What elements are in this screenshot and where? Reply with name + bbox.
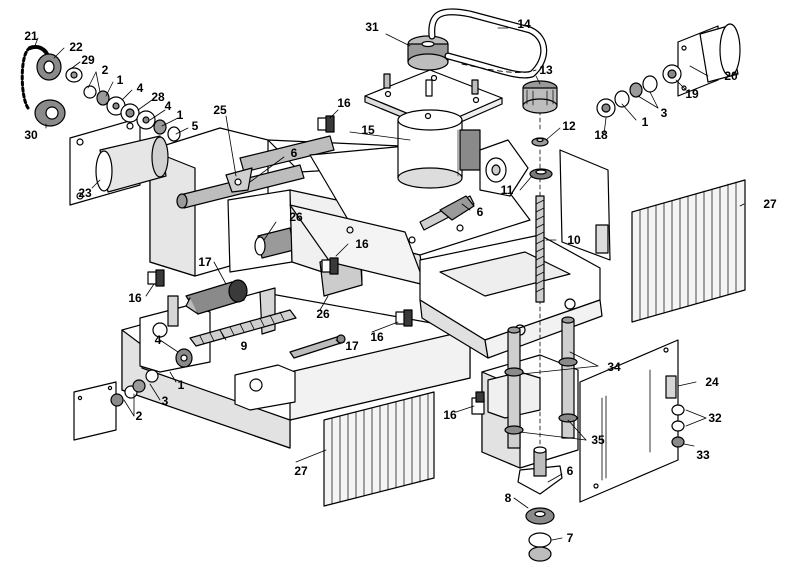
left-coupling-stack xyxy=(65,67,181,142)
label-13: 13 xyxy=(539,63,553,77)
bottom-nut-stack xyxy=(517,446,563,562)
lower-motor xyxy=(185,279,248,315)
bellows-left xyxy=(323,391,435,507)
label-22: 22 xyxy=(69,40,83,54)
control-panel xyxy=(579,339,685,503)
z-leadscrew xyxy=(535,89,545,303)
label-2-lower: 2 xyxy=(135,409,143,423)
label-35: 35 xyxy=(591,433,605,447)
label-23: 23 xyxy=(78,186,92,200)
label-16-left: 16 xyxy=(128,291,142,305)
label-8: 8 xyxy=(504,491,512,505)
label-10: 10 xyxy=(567,233,581,247)
label-15: 15 xyxy=(361,123,375,137)
label-1-mid: 1 xyxy=(176,108,184,122)
bellows-right xyxy=(631,179,746,323)
label-25: 25 xyxy=(213,103,227,117)
lower-rail xyxy=(289,334,346,359)
label-17-left: 17 xyxy=(198,255,212,269)
label-9: 9 xyxy=(240,339,248,353)
label-34: 34 xyxy=(607,360,621,374)
label-2-top: 2 xyxy=(101,63,109,77)
label-19: 19 xyxy=(685,87,699,101)
right-coupling-stack xyxy=(596,64,682,118)
lower-ballscrew xyxy=(189,309,297,347)
label-31: 31 xyxy=(365,20,379,34)
left-motor xyxy=(69,117,169,206)
right-motor xyxy=(677,23,741,97)
y-leadscrew-end xyxy=(419,139,529,231)
label-17-right: 17 xyxy=(345,339,359,353)
label-30: 30 xyxy=(24,128,38,142)
label-12: 12 xyxy=(562,119,576,133)
label-16-mid: 16 xyxy=(355,237,369,251)
label-11: 11 xyxy=(500,183,514,197)
label-28: 28 xyxy=(151,90,165,104)
label-4-mid: 4 xyxy=(164,99,172,113)
label-18: 18 xyxy=(594,128,608,142)
sensor-16a xyxy=(317,115,335,133)
sensor-16b xyxy=(147,269,165,287)
label-16-lower: 16 xyxy=(370,330,384,344)
label-29: 29 xyxy=(81,53,95,67)
sensor-16e xyxy=(471,391,485,415)
top-motor xyxy=(364,35,503,189)
label-26-bottom: 26 xyxy=(316,307,330,321)
label-4-lower: 4 xyxy=(154,333,162,347)
label-20: 20 xyxy=(724,69,738,83)
left-pulleys xyxy=(20,45,66,127)
label-16-top: 16 xyxy=(337,96,351,110)
label-7: 7 xyxy=(566,531,574,545)
label-6-center: 6 xyxy=(476,205,484,219)
small-cover-plate xyxy=(73,381,117,441)
base-frame xyxy=(121,287,471,449)
label-6-bottom: 6 xyxy=(566,464,574,478)
label-4-top: 4 xyxy=(136,81,144,95)
label-26-top: 26 xyxy=(289,210,303,224)
z-pulley xyxy=(522,80,558,180)
label-21: 21 xyxy=(24,29,38,43)
label-1-lower: 1 xyxy=(177,378,185,392)
label-16-right: 16 xyxy=(443,408,457,422)
label-1-top-left: 1 xyxy=(116,73,124,87)
label-1-right: 1 xyxy=(641,115,649,129)
lower-coupling-stack xyxy=(110,348,193,407)
label-27-left: 27 xyxy=(294,464,308,478)
sensor-16c xyxy=(321,257,339,275)
bracket-25 xyxy=(225,167,253,193)
label-3-lower: 3 xyxy=(161,394,169,408)
sensor-16d xyxy=(395,309,413,327)
label-3-right: 3 xyxy=(660,106,668,120)
leader-lines xyxy=(33,27,745,541)
label-24: 24 xyxy=(705,375,719,389)
label-6-left: 6 xyxy=(290,146,298,160)
label-32: 32 xyxy=(708,411,722,425)
label-27-right: 27 xyxy=(763,197,777,211)
label-33: 33 xyxy=(696,448,710,462)
top-belt xyxy=(428,8,548,79)
label-14: 14 xyxy=(517,17,531,31)
label-5: 5 xyxy=(191,119,199,133)
